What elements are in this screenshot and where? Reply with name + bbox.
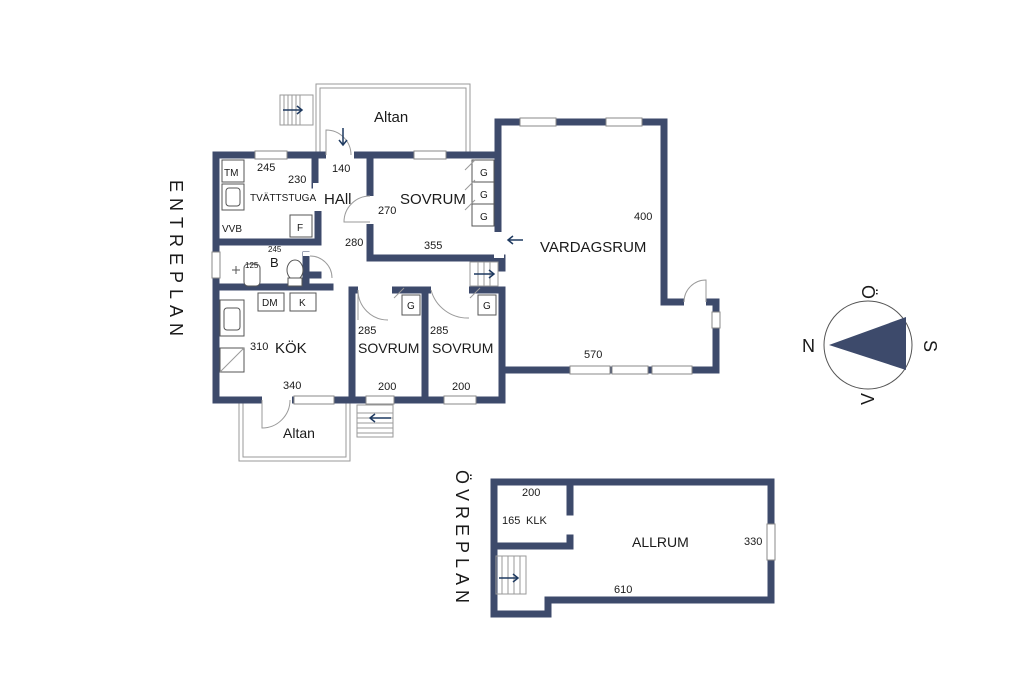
- fixture-k: K: [299, 298, 306, 309]
- dim-400: 400: [634, 211, 652, 223]
- room-sovrum-1: SOVRUM: [400, 191, 466, 208]
- fixture-g4: G: [407, 301, 415, 312]
- dim-285b: 285: [430, 325, 448, 337]
- compass-n: N: [802, 336, 815, 356]
- dim-125: 125: [245, 261, 259, 270]
- room-altan-bottom: Altan: [283, 425, 315, 441]
- dim-570: 570: [584, 349, 602, 361]
- dim-610: 610: [614, 584, 632, 596]
- fixture-dm: DM: [262, 298, 278, 309]
- compass-s: S: [920, 340, 940, 352]
- windows: [211, 117, 721, 405]
- stairs-bottom: [356, 404, 394, 438]
- dim-200c: 200: [522, 487, 540, 499]
- room-sovrum-2: SOVRUM: [358, 340, 419, 356]
- room-altan-top: Altan: [374, 109, 408, 126]
- dim-245: 245: [257, 162, 275, 174]
- compass-v: V: [858, 393, 878, 405]
- room-allrum: ALLRUM: [632, 534, 689, 550]
- level-label-upper: ÖVREPLAN: [452, 470, 472, 608]
- dim-285a: 285: [358, 325, 376, 337]
- dim-200b: 200: [452, 381, 470, 393]
- room-vardagsrum: VARDAGSRUM: [540, 239, 646, 256]
- dim-340: 340: [283, 380, 301, 392]
- level-label-entry: ENTREPLAN: [166, 180, 186, 342]
- upper-level-walls: [490, 478, 776, 618]
- stairs-top: [279, 94, 314, 126]
- dim-140: 140: [332, 163, 350, 175]
- fixture-g3: G: [480, 212, 488, 223]
- room-badrum: B: [270, 255, 279, 270]
- fixture-vvb: VVB: [222, 224, 242, 235]
- fixture-g1: G: [480, 168, 488, 179]
- dim-270: 270: [378, 205, 396, 217]
- room-klk: KLK: [526, 515, 547, 527]
- room-tvattstuga: TVÄTTSTUGA: [250, 192, 316, 204]
- stairs-inside: [469, 261, 499, 287]
- dim-200a: 200: [378, 381, 396, 393]
- fixture-g2: G: [480, 190, 488, 201]
- dim-245b: 245: [268, 245, 282, 254]
- dim-165: 165: [502, 515, 520, 527]
- dim-230: 230: [288, 174, 306, 186]
- fixture-f: F: [297, 223, 303, 234]
- dim-310: 310: [250, 341, 268, 353]
- altan-bottom-outline: [238, 402, 351, 462]
- room-kok: KÖK: [275, 339, 307, 357]
- altan-top-outline: [315, 83, 471, 155]
- fixtures: [219, 159, 497, 373]
- fixture-g5: G: [483, 301, 491, 312]
- room-hall: HAll: [324, 191, 352, 208]
- compass: N S Ö V: [802, 285, 940, 405]
- room-sovrum-3: SOVRUM: [432, 340, 493, 356]
- doors: [261, 128, 707, 429]
- dim-330: 330: [744, 536, 762, 548]
- compass-o: Ö: [858, 285, 878, 299]
- dim-355: 355: [424, 240, 442, 252]
- fixture-tm: TM: [224, 168, 238, 179]
- dim-280: 280: [345, 237, 363, 249]
